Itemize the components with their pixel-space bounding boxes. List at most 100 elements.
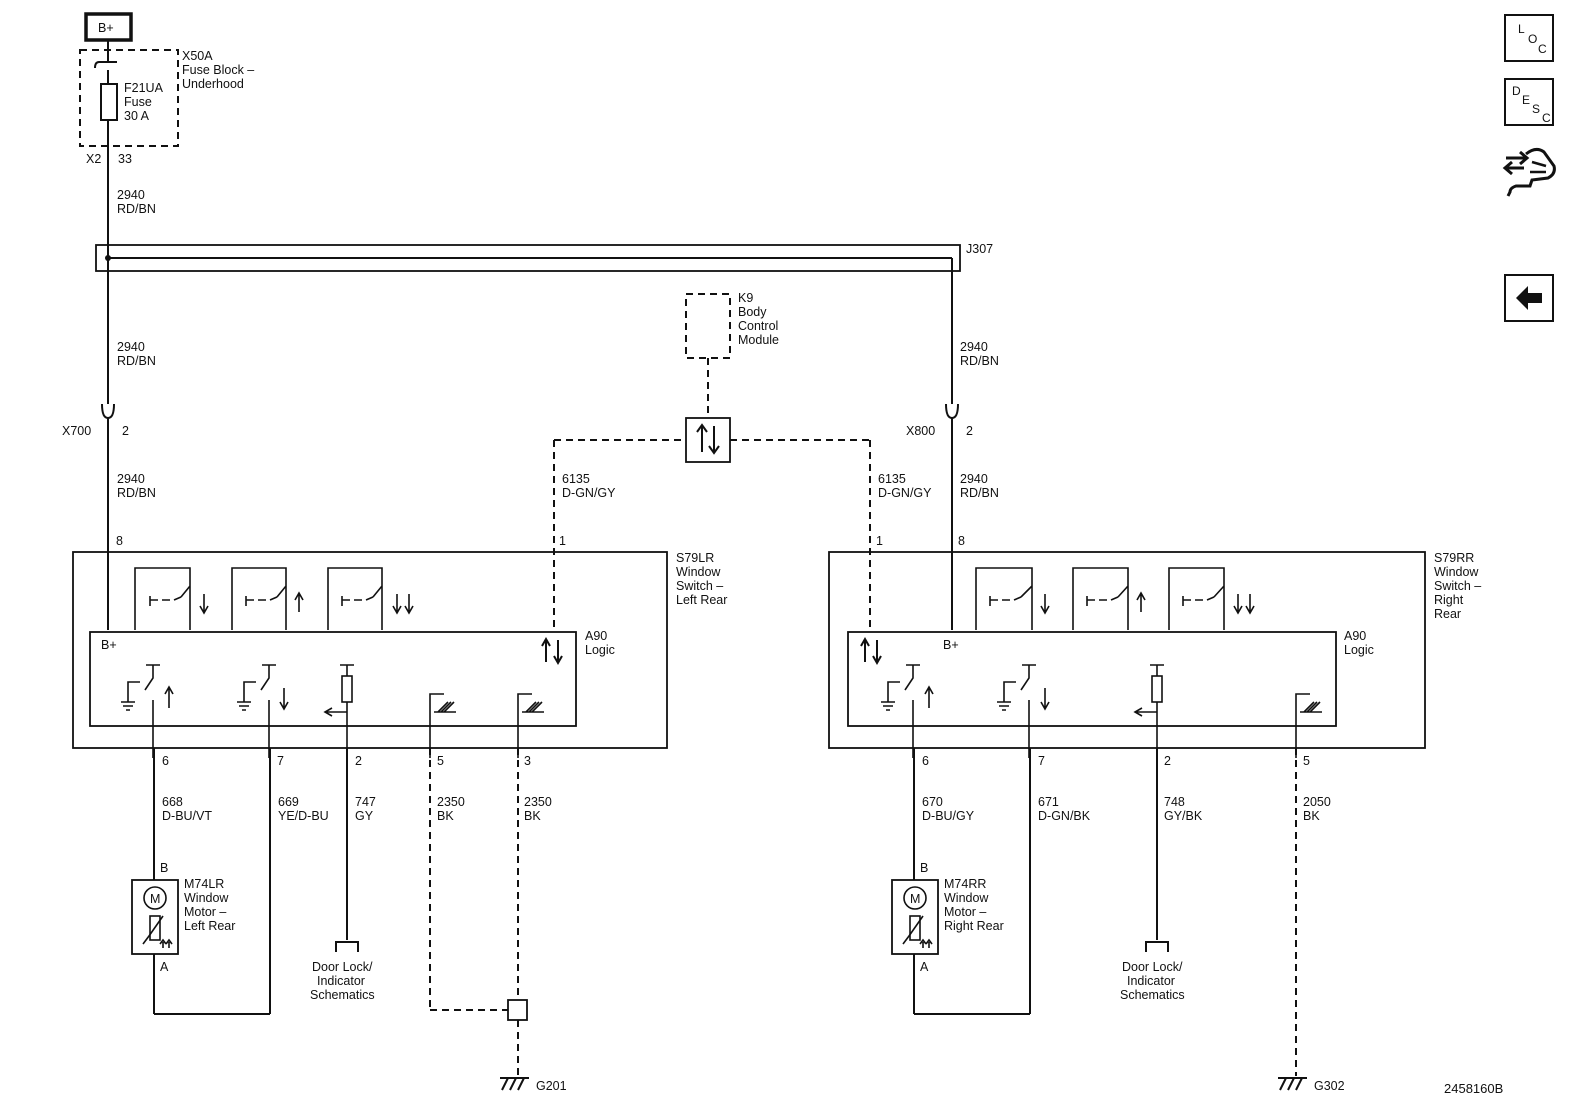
left-rear-window-switch: 8 1 S79LR Window Switch – Left Rear A90 … (72, 534, 727, 1093)
door-lock-line2: Indicator (1127, 974, 1175, 988)
motor-line3: Right Rear (944, 919, 1004, 933)
bcm-line1: Body (738, 305, 767, 319)
wire-label-color: GY (355, 809, 374, 823)
motor-line2: Motor – (184, 905, 226, 919)
door-lock-line3: Schematics (1120, 988, 1185, 1002)
motor-symbol-circle (903, 886, 927, 910)
up-arrow-icon (1136, 591, 1146, 612)
wire-label-circuit: 2350 (437, 795, 465, 809)
logic-bplus: B+ (943, 638, 959, 652)
connector-x700-symbol (101, 403, 115, 420)
splice-pack (95, 244, 961, 272)
fuse-block-boundary (79, 49, 179, 147)
motor-pin: B (160, 861, 168, 875)
bcm-id: K9 (738, 291, 753, 305)
fuse-block-id: X50A (182, 49, 213, 63)
serial-data-arrows-icon (860, 636, 882, 666)
down-arrow-icon (1040, 594, 1050, 615)
switch-pin: 1 (876, 534, 883, 548)
serial-data-arrows-icon (541, 636, 563, 666)
motor-pin: A (160, 960, 169, 974)
switch-line3: Right (1434, 593, 1464, 607)
switch-pin: 3 (524, 754, 531, 768)
wire-label-circuit: 670 (922, 795, 943, 809)
switch-line3: Left Rear (676, 593, 727, 607)
right-rear-window-switch: 1 8 S79RR Window Switch – Right Rear A90… (828, 534, 1481, 1093)
switch-pin: 5 (437, 754, 444, 768)
connector-view-button[interactable] (1502, 144, 1560, 200)
motor-id: M74RR (944, 877, 986, 891)
switch-line2: Switch – (676, 579, 723, 593)
wire-label-circuit: 2940 (117, 188, 145, 202)
motor-line1: Window (184, 891, 229, 905)
wire-label-color: RD/BN (960, 486, 999, 500)
wire-label-color: BK (524, 809, 541, 823)
wire-label-color: BK (1303, 809, 1320, 823)
wire-label-color: RD/BN (960, 354, 999, 368)
ground-id: G302 (1314, 1079, 1345, 1093)
description-letter: C (1542, 111, 1551, 125)
switch-line4: Rear (1434, 607, 1461, 621)
wire-label-circuit: 671 (1038, 795, 1059, 809)
wire-label-circuit: 2940 (117, 340, 145, 354)
switch-id: S79RR (1434, 551, 1474, 565)
motor-symbol: M (150, 892, 160, 906)
wire-label-circuit: 2940 (960, 472, 988, 486)
wire-label-color: BK (437, 809, 454, 823)
location-letter: O (1528, 32, 1538, 46)
wire-label-circuit: 2350 (524, 795, 552, 809)
motor-line1: Window (944, 891, 989, 905)
switch-pin: 1 (559, 534, 566, 548)
motor-id: M74LR (184, 877, 224, 891)
ground-splice-symbol (507, 999, 528, 1021)
fuse-block-line2: Underhood (182, 77, 244, 91)
fuse-symbol (100, 83, 118, 121)
wire-label-circuit: 2940 (960, 340, 988, 354)
connector-x700-pin: 2 (122, 424, 129, 438)
switch-pin: 7 (277, 754, 284, 768)
wire-label-circuit: 6135 (878, 472, 906, 486)
location-letter: C (1538, 42, 1547, 56)
figure-id: 2458160B (1444, 1081, 1503, 1096)
wire-label-color: D-GN/GY (878, 486, 932, 500)
wire-label-circuit: 748 (1164, 795, 1185, 809)
splice-pack-id: J307 (966, 242, 993, 256)
switch-line1: Window (676, 565, 721, 579)
motor-pin: A (920, 960, 929, 974)
ground-icon (500, 1077, 529, 1091)
wire-label-color: RD/BN (117, 354, 156, 368)
back-button[interactable] (1504, 274, 1554, 322)
serial-data-gateway (685, 417, 731, 463)
switch-line2: Switch – (1434, 579, 1481, 593)
wire-label-color: D-BU/VT (162, 809, 212, 823)
description-letter: S (1532, 102, 1541, 116)
wire-label-circuit: 668 (162, 795, 183, 809)
down-arrow-icon (1040, 688, 1050, 711)
wire-label-color: D-GN/BK (1038, 809, 1091, 823)
switch-id: S79LR (676, 551, 714, 565)
up-arrow-icon (164, 685, 174, 708)
fuse-word: Fuse (124, 95, 152, 109)
bcm-line2: Control (738, 319, 778, 333)
door-lock-reference-symbol (335, 941, 359, 952)
motor-symbol: M (910, 892, 920, 906)
switch-pin: 8 (958, 534, 965, 548)
logic-bplus: B+ (101, 638, 117, 652)
wire-label-circuit: 6135 (562, 472, 590, 486)
wire-label-color: GY/BK (1164, 809, 1203, 823)
location-button[interactable]: L O C (1504, 14, 1554, 62)
express-down-icon (1233, 594, 1255, 615)
logic-word: Logic (585, 643, 615, 657)
fuse-connector-id: X2 (86, 152, 101, 166)
wire-label-color: D-GN/GY (562, 486, 616, 500)
door-lock-line1: Door Lock/ (312, 960, 373, 974)
wire-label-circuit: 2940 (117, 472, 145, 486)
switch-pin: 8 (116, 534, 123, 548)
fuse-id: F21UA (124, 81, 164, 95)
motor-symbol-circle (143, 886, 167, 910)
up-arrow-icon (294, 591, 304, 612)
description-button[interactable]: D E S C (1504, 78, 1554, 126)
description-letter: E (1522, 93, 1531, 107)
description-letter: D (1512, 84, 1521, 98)
connector-x700-id: X700 (62, 424, 91, 438)
